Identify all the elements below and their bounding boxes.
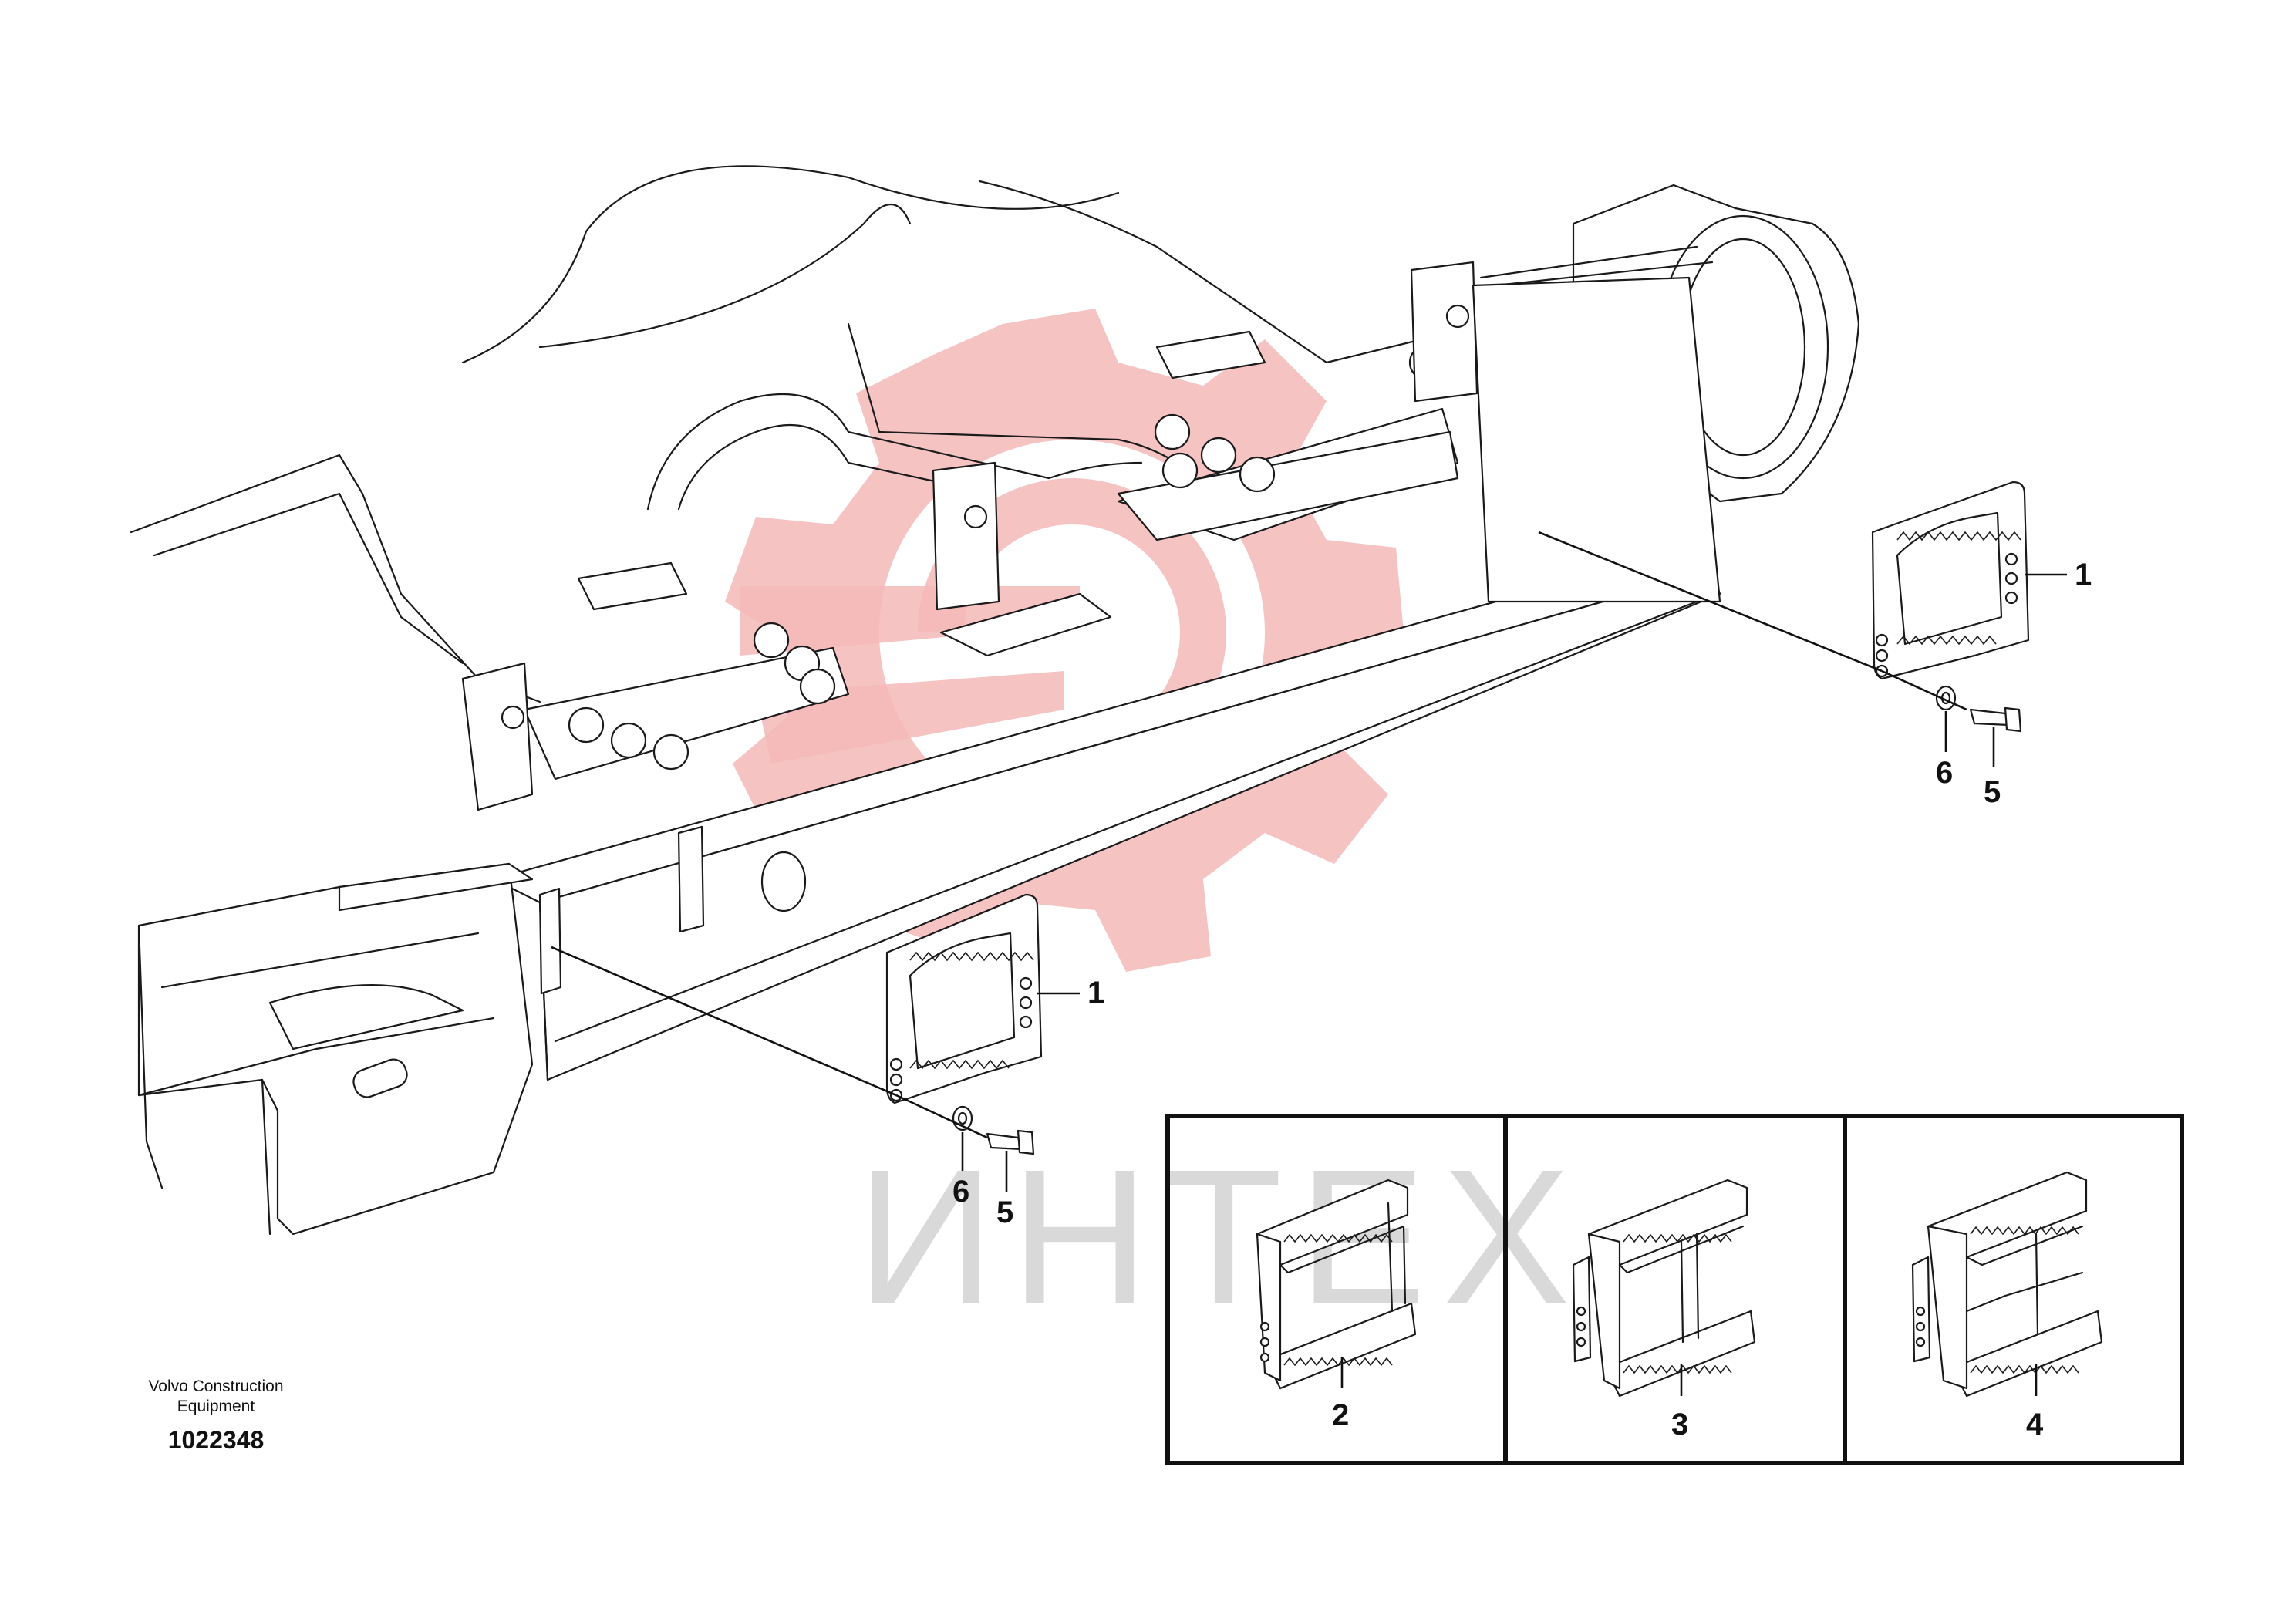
variant-label: 3	[1671, 1408, 1688, 1442]
callout-5-rear: 5	[1984, 727, 2001, 809]
watermark-text: ИНТЕХ	[856, 1129, 1586, 1344]
callout-number: 5	[1984, 775, 2001, 809]
track-guide-front	[885, 893, 1043, 1104]
variant-label: 4	[2026, 1408, 2044, 1442]
brand-block: Volvo Construction Equipment 1022348	[123, 1377, 308, 1455]
bolt-pad-middle	[932, 261, 1478, 611]
variant-3-guide: 3	[1572, 1179, 1756, 1442]
callout-number: 6	[1936, 756, 1953, 790]
variant-2-guide: 2	[1256, 1179, 1417, 1432]
callout-number: 1	[2075, 558, 2092, 592]
callout-number: 5	[996, 1195, 1013, 1229]
callout-5-front: 5	[996, 1151, 1013, 1229]
callout-1-rear: 1	[2025, 558, 2092, 592]
variant-4-guide: 4	[1911, 1171, 2103, 1442]
variant-label: 2	[1332, 1398, 1349, 1432]
carbody-frame	[130, 165, 1583, 703]
brand-name: Volvo Construction Equipment	[148, 1378, 284, 1415]
callout-number: 6	[952, 1175, 969, 1209]
document-number: 1022348	[167, 1426, 265, 1454]
variant-inset-panel	[1165, 1114, 2184, 1465]
rear-sprocket-ring	[1472, 184, 1860, 603]
bolt-pad-left	[461, 622, 850, 811]
assembly-leaders	[551, 531, 1967, 1139]
callout-6-front: 6	[952, 1132, 969, 1209]
front-idler-yoke	[137, 862, 534, 1236]
callout-number: 1	[1087, 976, 1104, 1010]
bolt-rear	[1969, 706, 2022, 733]
callout-1-front: 1	[1037, 976, 1104, 1010]
track-guide-rear	[1871, 481, 2030, 680]
callout-6-rear: 6	[1936, 711, 1953, 790]
bolt-front	[986, 1129, 1035, 1155]
